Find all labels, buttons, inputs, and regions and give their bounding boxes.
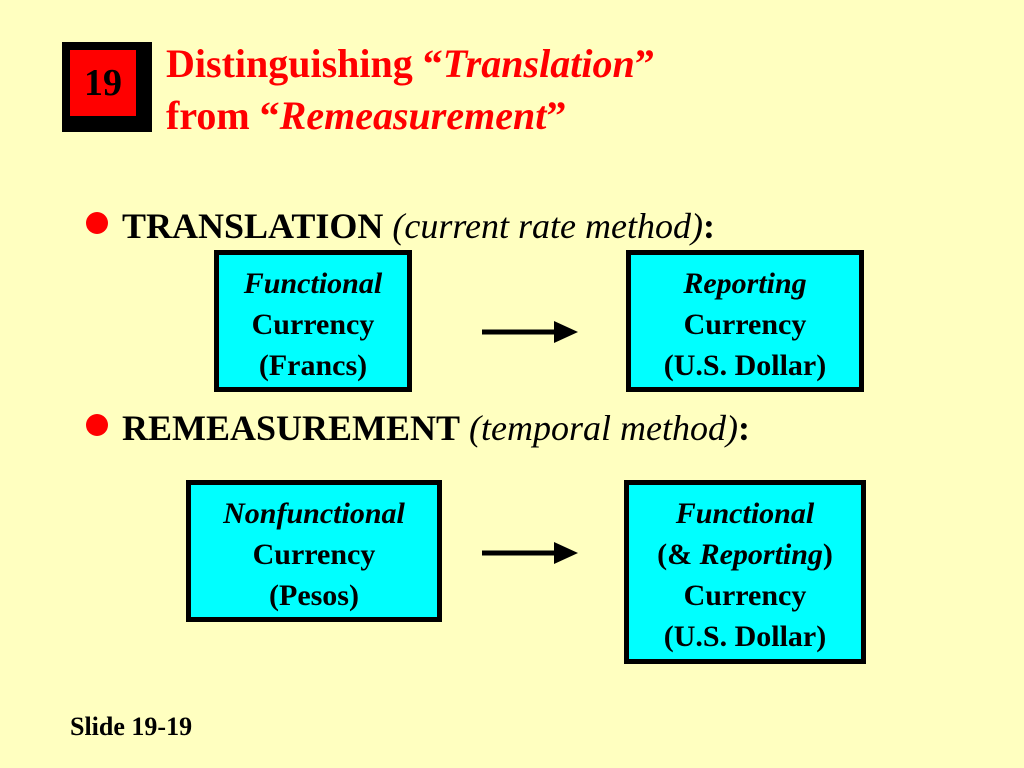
slide-title: Distinguishing “Translation” from “Remea… <box>166 38 655 142</box>
box-line-open: (& <box>657 538 700 571</box>
title-line-1: Distinguishing “Translation” <box>166 38 655 90</box>
box-line: Functional <box>243 267 383 300</box>
nonfunctional-currency-box: Nonfunctional Currency (Pesos) <box>186 480 442 622</box>
functional-reporting-currency-box: Functional (& Reporting) Currency (U.S. … <box>624 480 866 664</box>
box-line: (U.S. Dollar) <box>663 349 827 382</box>
box-line: Reporting <box>683 267 807 300</box>
box-line: (Pesos) <box>269 579 359 612</box>
red-dot-bullet-icon <box>86 212 108 234</box>
slide-number-badge: 19 <box>62 42 152 132</box>
title-line2-prefix: from “ <box>166 93 280 138</box>
box-line: (& Reporting) <box>629 534 861 575</box>
box-line: Currency <box>683 308 807 341</box>
functional-currency-box: Functional Currency (Francs) <box>214 250 412 392</box>
box-line-close: ) <box>822 538 833 571</box>
title-line1-suffix: ” <box>634 41 655 86</box>
bullet-colon: : <box>702 206 715 246</box>
right-arrow-icon <box>482 542 578 564</box>
box-line: (Francs) <box>258 349 368 382</box>
bullet-term: TRANSLATION <box>122 206 384 246</box>
reporting-currency-box: Reporting Currency (U.S. Dollar) <box>626 250 864 392</box>
bullet-method: (temporal method) <box>469 408 738 448</box>
right-arrow-icon <box>482 321 578 343</box>
bullet-term: REMEASUREMENT <box>122 408 461 448</box>
slide-footer: Slide 19-19 <box>70 712 193 741</box>
title-line1-italic: Translation <box>442 41 635 86</box>
box-line: (U.S. Dollar) <box>663 620 827 653</box>
title-line1-prefix: Distinguishing “ <box>166 41 443 86</box>
box-line: Nonfunctional <box>223 497 405 530</box>
box-line: Currency <box>252 538 376 571</box>
box-line-italic: Reporting <box>699 538 823 571</box>
slide-number: 19 <box>70 50 136 116</box>
red-dot-bullet-icon <box>86 414 108 436</box>
bullet-remeasurement: REMEASUREMENT (temporal method): <box>86 408 750 448</box>
bullet-method: (current rate method) <box>392 206 703 246</box>
box-line: Currency <box>251 308 375 341</box>
box-line: Currency <box>683 579 807 612</box>
title-line-2: from “Remeasurement” <box>166 90 655 142</box>
bullet-colon: : <box>737 408 750 448</box>
title-line2-suffix: ” <box>546 93 567 138</box>
bullet-translation: TRANSLATION (current rate method): <box>86 206 715 246</box>
box-line: Functional <box>675 497 815 530</box>
title-line2-italic: Remeasurement <box>279 93 547 138</box>
